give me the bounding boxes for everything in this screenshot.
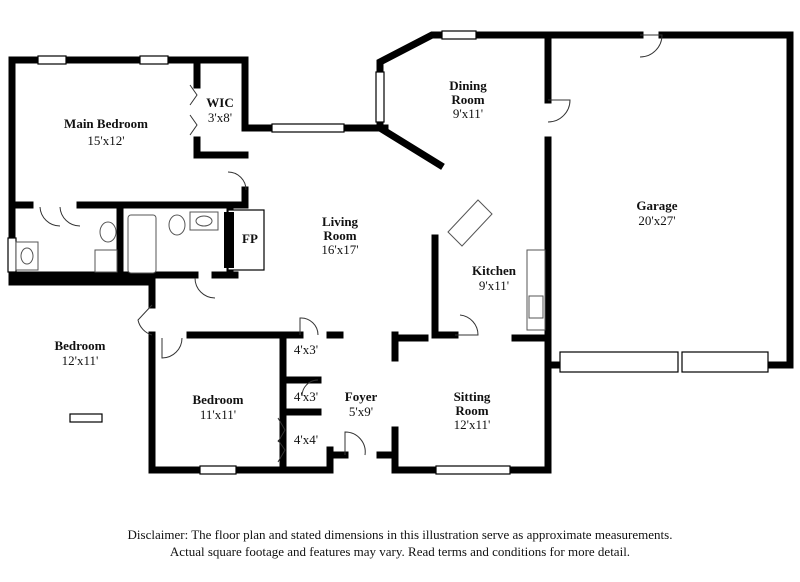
bedroom-mid-name: Bedroom — [192, 392, 243, 407]
room-labels: Main Bedroom 15'x12' WIC 3'x8' Dining Ro… — [54, 78, 677, 447]
sink — [195, 215, 213, 227]
window — [435, 465, 511, 475]
range — [528, 295, 544, 319]
door — [455, 314, 479, 336]
bathtub — [127, 214, 157, 274]
door — [137, 304, 153, 336]
fixtures — [15, 199, 546, 331]
walls — [8, 31, 794, 474]
dining-name-1: Dining — [449, 78, 487, 93]
door — [194, 277, 216, 299]
fireplace-label: FP — [242, 231, 258, 246]
disclaimer-line-1: Disclaimer: The floor plan and stated di… — [127, 527, 673, 542]
window — [7, 237, 17, 273]
bifold-door — [189, 114, 198, 136]
garage-door — [559, 351, 679, 373]
wic-name: WIC — [206, 95, 233, 110]
toilet — [99, 221, 117, 243]
door — [39, 206, 61, 227]
door — [547, 99, 571, 123]
door — [639, 34, 663, 58]
dining-name-2: Room — [451, 92, 484, 107]
bedroom-left-dim: 12'x11' — [62, 353, 99, 368]
fireplace — [224, 209, 265, 271]
toilet — [168, 214, 186, 236]
door — [161, 337, 183, 359]
door — [227, 171, 247, 191]
closet-c-dim: 4'x4' — [294, 432, 318, 447]
main-bedroom-name: Main Bedroom — [64, 116, 148, 131]
kitchen-sink — [447, 199, 493, 247]
sink — [20, 247, 34, 265]
dining-dim: 9'x11' — [453, 106, 483, 121]
window — [199, 465, 237, 475]
kitchen-dim: 9'x11' — [479, 278, 509, 293]
doors — [39, 34, 663, 463]
door — [301, 379, 319, 397]
window — [69, 413, 103, 423]
window — [139, 55, 169, 65]
shower — [94, 249, 118, 273]
windows — [7, 30, 769, 475]
garage-door — [681, 351, 769, 373]
window — [375, 71, 385, 123]
closet-b-dim: 4'x3' — [294, 389, 318, 404]
foyer-name: Foyer — [345, 389, 378, 404]
foyer-dim: 5'x9' — [349, 404, 373, 419]
garage-dim: 20'x27' — [638, 213, 675, 228]
disclaimer-line-2: Actual square footage and features may v… — [169, 544, 631, 559]
main-bedroom-dim: 15'x12' — [87, 133, 124, 148]
closet-a-dim: 4'x3' — [294, 342, 318, 357]
sitting-name-1: Sitting — [454, 389, 491, 404]
sitting-dim: 12'x11' — [454, 417, 491, 432]
door — [344, 431, 366, 456]
wic-dim: 3'x8' — [208, 110, 232, 125]
window — [441, 30, 477, 40]
sitting-name-2: Room — [455, 403, 488, 418]
living-name-2: Room — [323, 228, 356, 243]
living-dim: 16'x17' — [321, 242, 358, 257]
bifold-door — [277, 417, 286, 443]
door — [299, 317, 319, 336]
window — [37, 55, 67, 65]
bifold-door — [277, 439, 286, 463]
window — [271, 123, 345, 133]
garage-name: Garage — [636, 198, 677, 213]
bedroom-left-name: Bedroom — [54, 338, 105, 353]
kitchen-name: Kitchen — [472, 263, 517, 278]
living-name-1: Living — [322, 214, 359, 229]
bedroom-mid-dim: 11'x11' — [200, 407, 236, 422]
bifold-door — [189, 84, 198, 106]
door — [59, 206, 81, 227]
